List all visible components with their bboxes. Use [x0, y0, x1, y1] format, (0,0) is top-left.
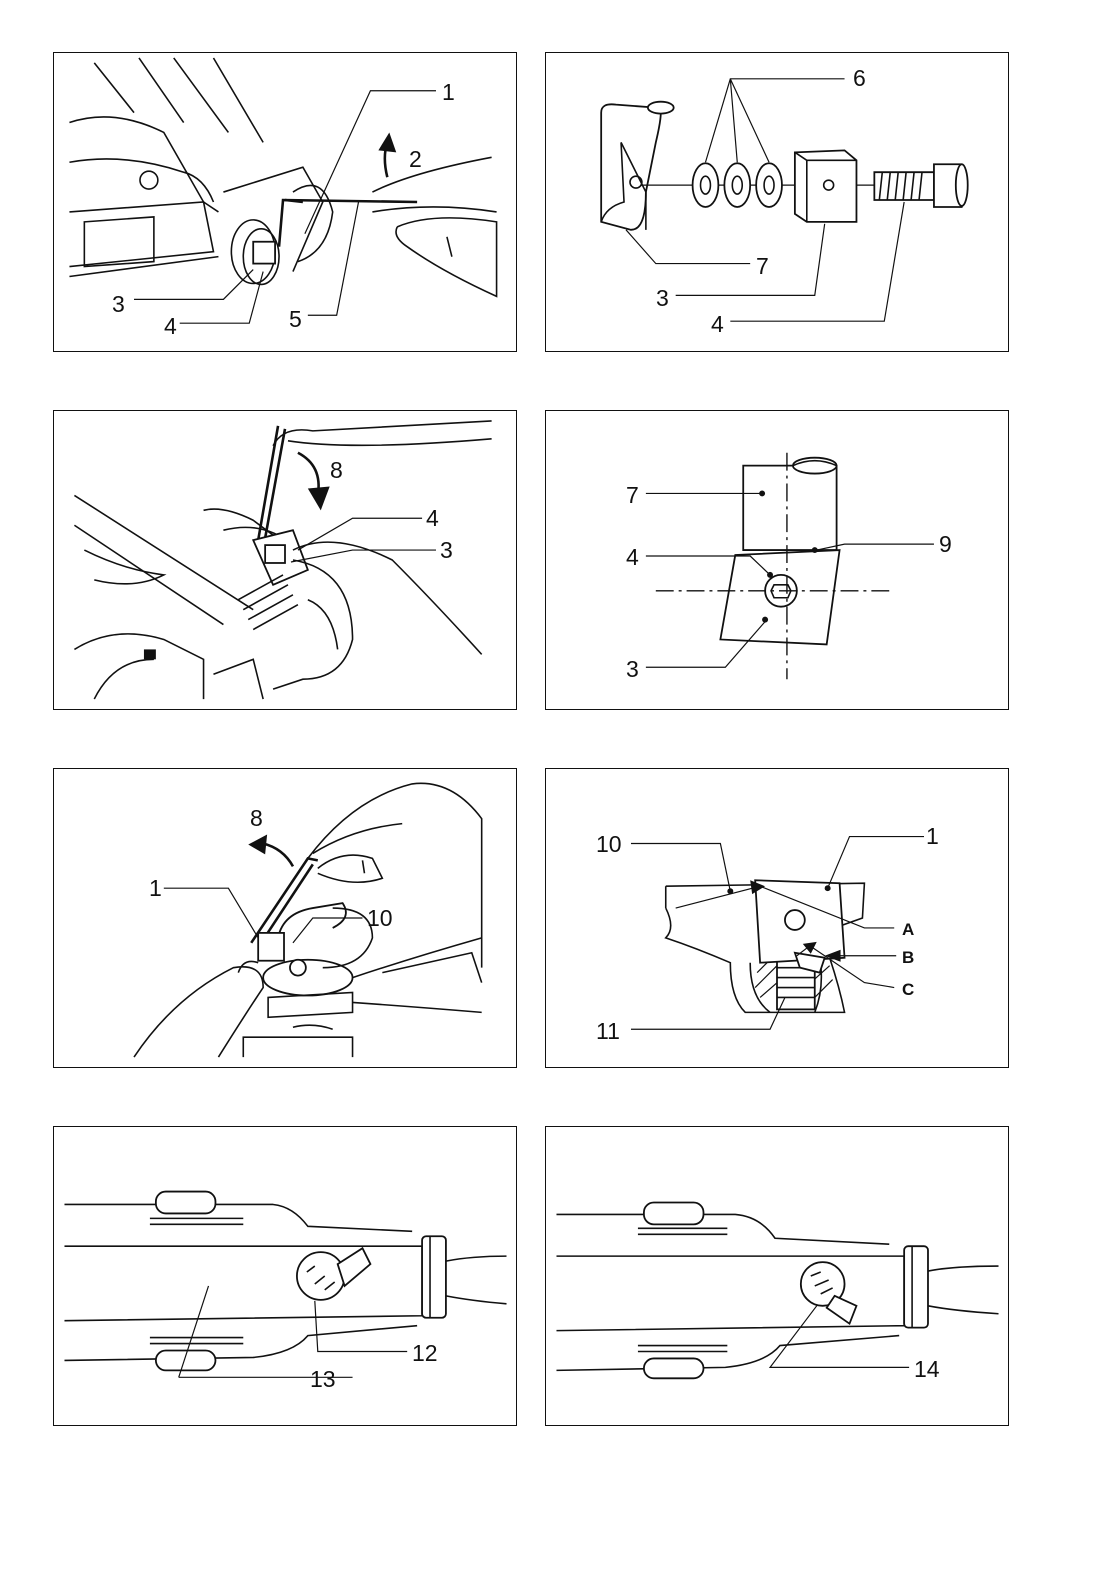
figure-8-panel: 14 [545, 1126, 1009, 1426]
figure-8-label-14: 14 [914, 1358, 940, 1381]
figure-5-label-8: 8 [250, 807, 263, 830]
figure-1-panel: 1 2 3 4 5 [53, 52, 517, 352]
figure-1-label-1: 1 [442, 81, 455, 104]
figure-2-panel: 6 7 3 4 [545, 52, 1009, 352]
figure-1-label-3: 3 [112, 293, 125, 316]
figure-2-label-4: 4 [711, 313, 724, 336]
figure-5-drawing [54, 769, 516, 1067]
figure-5-label-1: 1 [149, 877, 162, 900]
figure-2-label-3: 3 [656, 287, 669, 310]
figure-3-label-4: 4 [426, 507, 439, 530]
figure-6-label-A: A [902, 921, 914, 938]
figure-4-label-7: 7 [626, 484, 639, 507]
figure-4-drawing [546, 411, 1008, 709]
figure-7-drawing [54, 1127, 516, 1425]
figure-1-label-2: 2 [409, 148, 422, 171]
figure-1-label-4: 4 [164, 315, 177, 338]
figure-1-label-5: 5 [289, 308, 302, 331]
figure-3-label-3: 3 [440, 539, 453, 562]
figure-4-label-4: 4 [626, 546, 639, 569]
figure-3-label-8: 8 [330, 459, 343, 482]
figure-3-panel: 8 4 3 [53, 410, 517, 710]
figure-4-label-3: 3 [626, 658, 639, 681]
figure-6-label-1: 1 [926, 825, 939, 848]
figure-6-label-11: 11 [596, 1020, 620, 1043]
figure-6-label-B: B [902, 949, 914, 966]
figure-5-label-10: 10 [367, 907, 393, 930]
figure-7-label-13: 13 [310, 1368, 336, 1391]
figure-6-label-C: C [902, 981, 914, 998]
figure-6-label-10: 10 [596, 833, 622, 856]
figure-2-label-7: 7 [756, 255, 769, 278]
figure-2-label-6: 6 [853, 67, 866, 90]
figure-4-panel: 7 9 4 3 [545, 410, 1009, 710]
figure-4-label-9: 9 [939, 533, 952, 556]
figure-7-panel: 12 13 [53, 1126, 517, 1426]
figure-7-label-12: 12 [412, 1342, 438, 1365]
figure-6-panel: 10 1 A B C 11 [545, 768, 1009, 1068]
figure-5-panel: 8 1 10 [53, 768, 517, 1068]
figure-2-drawing [546, 53, 1008, 351]
